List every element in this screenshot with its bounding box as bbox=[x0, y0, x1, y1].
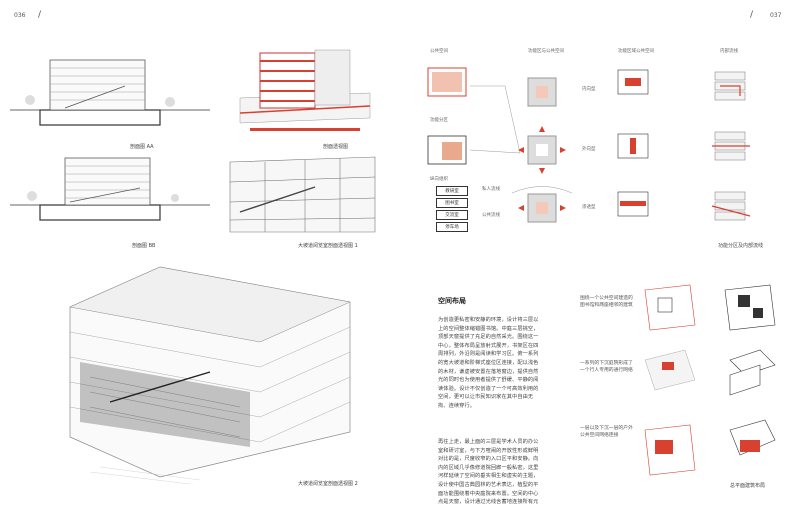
site-axon-diagrams bbox=[724, 284, 776, 456]
label-penetrating: 渗透型 bbox=[582, 205, 596, 210]
layout-heading: 空间布局 bbox=[438, 297, 466, 305]
header-function-public-space: 功能区域公共空间 bbox=[618, 49, 654, 54]
label-vertical-org: 纵向组织 bbox=[430, 177, 448, 182]
caption-section-bb: 剖面图 BB bbox=[132, 243, 156, 249]
section-perspective-drawing bbox=[239, 49, 371, 131]
header-internal-circulation: 内部流线 bbox=[720, 49, 738, 54]
page-slash: / bbox=[750, 10, 754, 20]
page-slash: / bbox=[38, 10, 42, 20]
label-public-flow: 公共流线 bbox=[482, 213, 500, 218]
function-diagram bbox=[427, 67, 751, 223]
caption-site-plan: 总平面建筑布局 bbox=[730, 483, 766, 489]
label-function-zoning: 功能分区 bbox=[430, 118, 448, 123]
ramp-perspective-1-drawing bbox=[229, 156, 376, 233]
caption-section-perspective: 剖面透视图 bbox=[323, 144, 349, 150]
label-inward: 内向型 bbox=[582, 87, 596, 92]
label-entrance-flow: 私人流线 bbox=[482, 187, 500, 192]
site-note-2: 一系列的下沉庭院形成了一个行人专用的通行网络 bbox=[580, 361, 633, 373]
section-bb-drawing bbox=[10, 157, 210, 221]
label-outward: 外向型 bbox=[582, 147, 596, 152]
header-function-public: 功能区与公共空间 bbox=[528, 49, 564, 54]
page-number: 036 bbox=[14, 12, 26, 19]
caption-ramp-perspective-2: 大坡道阅览室剖面透视图 2 bbox=[298, 481, 358, 487]
legend-item: 图书室 bbox=[436, 198, 468, 208]
left-page: 036 / 剖面图 AA 剖面透视图 bbox=[10, 10, 376, 487]
site-plan-diagrams bbox=[644, 284, 696, 476]
legend-item: 停车场 bbox=[436, 222, 468, 232]
site-note-1: 围绕一个公共空间建造的图书馆和两座相邻的建筑 bbox=[580, 296, 633, 308]
page-number: 037 bbox=[770, 12, 782, 19]
layout-paragraph-2: 再往上走，最上面的三层是学术人员的办公室和研讨室，与下方喧闹的开放性形成鲜明对比… bbox=[438, 439, 539, 505]
right-page: / 037 公共空间 功能区与公共空间 功能区域公共空间 内部流线 bbox=[400, 0, 800, 505]
caption-function-diagram: 功能分区及内部流线 bbox=[718, 243, 764, 249]
ramp-perspective-2-drawing bbox=[69, 266, 351, 485]
header-public-space: 公共空间 bbox=[430, 49, 448, 54]
caption-ramp-perspective-1: 大坡道阅览室剖面透视图 1 bbox=[298, 243, 358, 249]
caption-section-aa: 剖面图 AA bbox=[130, 144, 154, 150]
legend-item: 教研室 bbox=[436, 186, 468, 196]
legend-item: 交流室 bbox=[436, 210, 468, 220]
site-note-3: 一层以及下沉一层的户外公共空间网络连接 bbox=[580, 426, 633, 438]
layout-paragraph-1: 为创造更私密和安静的环境，设计将三层以上的空间整体缩错图书馆。中庭三层挑空，顶部… bbox=[438, 317, 539, 409]
section-aa-drawing bbox=[10, 59, 210, 126]
